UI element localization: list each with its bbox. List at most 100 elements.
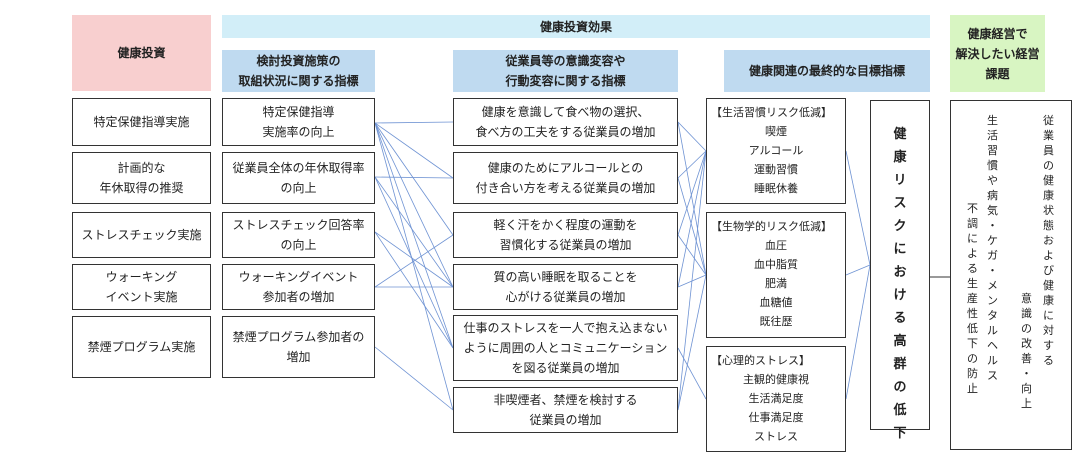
vertical-char: 識 — [1021, 307, 1032, 320]
vertical-char: 従 — [1043, 114, 1054, 127]
header-line: 取組状況に関する指標 — [238, 74, 359, 88]
vertical-char: 不 — [967, 202, 978, 215]
vertical-char: の — [1043, 159, 1054, 172]
vertical-char: の — [967, 352, 978, 365]
box-text: 参加者の増加 — [262, 290, 335, 304]
effect-header-label: 健康投資効果 — [539, 19, 612, 34]
box-text: 特定保健指導実施 — [93, 115, 190, 129]
vertical-char: け — [893, 288, 907, 303]
box-text: ように周囲の人とコミュニケーション — [463, 341, 668, 355]
vertical-char: 習 — [987, 144, 998, 157]
vertical-char: 病 — [987, 189, 998, 202]
investment-box: 禁煙プログラム実施 — [72, 316, 211, 378]
vertical-char: る — [967, 262, 978, 275]
indicator-behavior-link — [374, 122, 454, 236]
box-text: 実施率の向上 — [262, 125, 335, 139]
investment-header: 健康投資 — [72, 15, 211, 91]
box-text: 食べ方の工夫をする従業員の増加 — [475, 125, 656, 139]
behavior-target-link — [677, 150, 707, 288]
vertical-char: よ — [967, 247, 978, 260]
issue-column-productivity: 不調による生産性低下の防止 — [967, 201, 978, 396]
vertical-char: 生 — [987, 114, 998, 127]
indicator-behavior-link — [374, 231, 454, 288]
box-text: 付き合い方を考える従業員の増加 — [475, 181, 656, 195]
target-header-label: 健康関連の最終的な目標指標 — [748, 64, 905, 78]
behavior-column-header: 従業員等の意識変容や 行動変容に関する指標 — [453, 50, 678, 92]
vertical-char: ク — [893, 219, 907, 234]
vertical-char: の — [1021, 322, 1032, 335]
indicator-behavior-link — [374, 122, 454, 411]
target-title: 【生物学的リスク低減】 — [711, 220, 832, 233]
behavior-box: 軽く汗をかく程度の運動を 習慣化する従業員の増加 — [453, 212, 678, 258]
vertical-char: お — [1043, 234, 1054, 247]
header-line: 検討投資施策の — [256, 54, 341, 68]
indicator-box: 禁煙プログラム参加者の 増加 — [222, 316, 375, 378]
target-column-header: 健康関連の最終的な目標指標 — [724, 50, 930, 92]
vertical-char: 改 — [1021, 337, 1032, 350]
vertical-char: に — [893, 242, 907, 257]
box-text: ストレスチェック実施 — [81, 228, 202, 242]
behavior-target-link — [677, 234, 707, 276]
outcome-box: 健康リスクにおける高群の低下 — [870, 100, 930, 441]
indicator-behavior-link — [374, 122, 454, 288]
box-text: ウォーキング — [105, 270, 178, 284]
behavior-box: 健康を意識して食べ物の選択、 食べ方の工夫をする従業員の増加 — [453, 98, 678, 146]
target-item: 仕事満足度 — [748, 411, 804, 424]
vertical-char: 調 — [967, 217, 978, 230]
box-text: 仕事のストレスを一人で抱え込まない — [463, 321, 668, 335]
investment-header-label: 健康投資 — [117, 46, 166, 60]
indicator-box: 従業員全体の年休取得率 の向上 — [222, 152, 375, 204]
vertical-char: 態 — [1043, 219, 1054, 232]
indicator-column-header: 検討投資施策の 取組状況に関する指標 — [222, 50, 375, 92]
outcome-text: 健康リスクにおける高群の低下 — [893, 101, 906, 445]
box-text: 従業員の増加 — [529, 413, 602, 427]
box-text: 年休取得の推奨 — [99, 181, 184, 195]
issue-column-lifestyle: 生活習慣や病気・ケガ・メンタルヘルス — [987, 113, 998, 383]
investment-box: ウォーキング イベント実施 — [72, 264, 211, 310]
box-text: 増加 — [286, 350, 311, 364]
target-item: 血圧 — [765, 239, 787, 252]
target-item: 生活満足度 — [748, 392, 804, 405]
effect-header: 健康投資効果 — [222, 15, 930, 38]
behavior-target-link — [677, 150, 707, 236]
target-outcome-link — [845, 264, 871, 400]
issue-column-awareness: 意識の改善・向上 — [1021, 291, 1032, 411]
vertical-char: 状 — [1043, 204, 1054, 217]
target-item: 肥満 — [765, 277, 787, 290]
vertical-char: に — [1043, 309, 1054, 322]
vertical-char: 健 — [1043, 279, 1054, 292]
vertical-char: ケ — [987, 234, 998, 247]
box-text: 質の高い睡眠を取ることを — [493, 270, 638, 284]
indicator-behavior-link — [374, 122, 454, 179]
header-line: 健康経営で — [967, 26, 1028, 41]
vertical-char: ・ — [987, 264, 998, 277]
vertical-char: タ — [987, 309, 998, 322]
indicator-behavior-link — [374, 231, 454, 349]
issue-column-health: 従業員の健康状態および健康に対する — [1043, 113, 1054, 368]
issues-box: 不調による生産性低下の防止 生活習慣や病気・ケガ・メンタルヘルス 意識の改善・向… — [950, 100, 1072, 450]
target-title: 【心理的ストレス】 — [711, 354, 810, 367]
vertical-char: 高 — [893, 334, 907, 349]
indicator-box: ストレスチェック回答率 の向上 — [222, 212, 375, 258]
vertical-char: の — [893, 380, 907, 395]
vertical-char: 上 — [1021, 397, 1032, 410]
indicator-behavior-link — [374, 176, 454, 349]
target-box-psychological: 【心理的ストレス】 主観的健康視 生活満足度 仕事満足度 ストレス — [706, 346, 846, 452]
vertical-char: び — [1043, 264, 1054, 277]
indicator-behavior-link — [374, 176, 454, 288]
vertical-char: ル — [987, 354, 998, 367]
vertical-char: よ — [1043, 249, 1054, 262]
vertical-char: や — [987, 174, 998, 187]
header-line: 行動変容に関する指標 — [505, 74, 626, 88]
box-text: 禁煙プログラム実施 — [87, 340, 196, 354]
behavior-box: 質の高い睡眠を取ることを 心がける従業員の増加 — [453, 264, 678, 310]
behavior-box: 非喫煙者、禁煙を検討する 従業員の増加 — [453, 387, 678, 433]
investment-box: ストレスチェック実施 — [72, 212, 211, 258]
vertical-char: ガ — [987, 249, 998, 262]
vertical-char: お — [893, 265, 907, 280]
vertical-char: 康 — [1043, 294, 1054, 307]
box-text: の向上 — [280, 181, 317, 195]
target-item: 運動習慣 — [754, 163, 798, 176]
vertical-char: 止 — [967, 382, 978, 395]
